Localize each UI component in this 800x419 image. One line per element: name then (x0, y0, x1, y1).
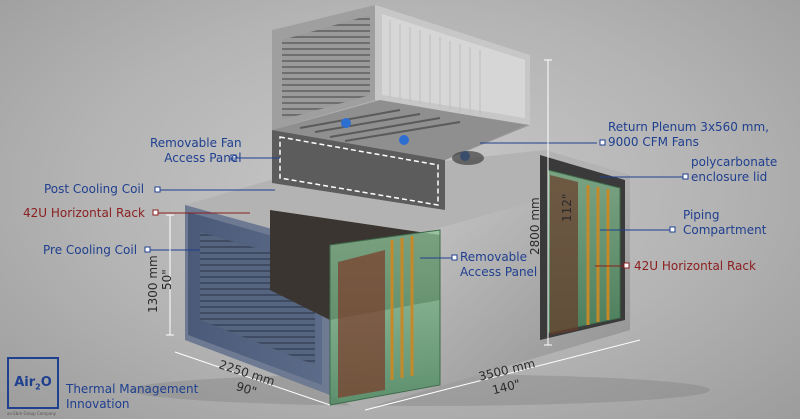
dim-total-height-in: 112" (560, 193, 574, 222)
label-pre-cooling-coil: Pre Cooling Coil (43, 243, 138, 257)
label-return-plenum-line2: 9000 CFM Fans (608, 135, 699, 149)
label-return-plenum-line1: Return Plenum 3x560 mm, (608, 120, 769, 134)
brand-logo-text: Air2O (14, 375, 52, 392)
label-removable-access-line2: Access Panel (460, 265, 538, 279)
label-piping-compartment: Piping Compartment (683, 208, 766, 238)
logo-sub: 2 (35, 382, 41, 392)
dim-height-mm: 1300 mm (146, 255, 160, 313)
label-polycarbonate-lid: polycarbonate enclosure lid (691, 155, 777, 185)
label-polycarbonate-line1: polycarbonate (691, 155, 778, 169)
label-piping-line1: Piping (683, 208, 720, 222)
brand-line2: Innovation (66, 397, 130, 411)
label-removable-fan-line1: Removable Fan (150, 136, 242, 150)
brand-tagline: an Ebm Group Company (7, 411, 56, 416)
label-return-plenum: Return Plenum 3x560 mm, 9000 CFM Fans (608, 120, 769, 150)
brand-line1: Thermal Management (66, 382, 199, 396)
label-removable-fan-line2: Access Panel (164, 151, 242, 165)
dim-height-in: 50" (160, 269, 174, 290)
label-post-cooling-coil: Post Cooling Coil (44, 182, 145, 196)
label-rack-left: 42U Horizontal Rack (23, 206, 145, 220)
logo-end: O (40, 374, 52, 390)
label-polycarbonate-line2: enclosure lid (691, 170, 768, 184)
label-rack-right: 42U Horizontal Rack (634, 259, 756, 273)
label-piping-line2: Compartment (683, 223, 767, 237)
label-removable-access-panel: Removable Access Panel (460, 250, 537, 280)
dim-total-height-mm: 2800 mm (528, 197, 542, 255)
logo-main: Air (14, 374, 36, 390)
label-removable-fan-access-panel: Removable Fan Access Panel (150, 136, 242, 166)
label-removable-access-line1: Removable (460, 250, 528, 264)
brand-logo: Air2O (7, 357, 59, 409)
